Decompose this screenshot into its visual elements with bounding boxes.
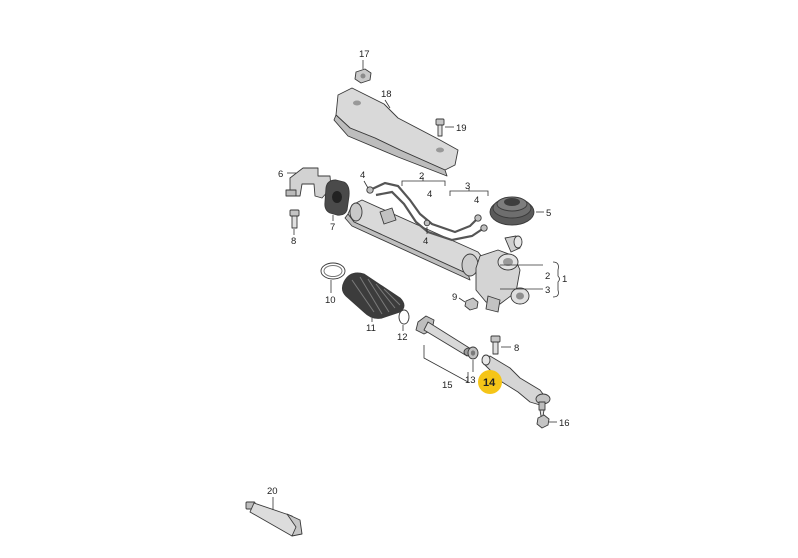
part-8-bolt-left[interactable] [289,209,300,229]
highlight-marker [478,370,502,394]
group-bracket-3 [449,188,489,196]
callout-1[interactable]: 1 [562,274,567,285]
callout-20[interactable]: 20 [267,486,278,497]
callout-13[interactable]: 13 [465,375,476,386]
group-bracket-1 [500,261,560,298]
part-9-nut[interactable] [464,297,479,311]
part-7-rubber-mount[interactable] [324,179,350,216]
callout-4d[interactable]: 4 [423,236,428,247]
callout-11[interactable]: 11 [366,323,376,334]
callout-4b[interactable]: 4 [427,189,432,200]
part-19-bolt[interactable] [435,118,445,137]
part-14-tie-rod-end[interactable] [481,354,551,417]
steering-rack-housing[interactable] [344,199,530,313]
callout-8-left[interactable]: 8 [291,236,296,247]
group-bracket-2 [401,177,446,186]
callout-16[interactable]: 16 [559,418,570,429]
callout-10[interactable]: 10 [325,295,336,306]
part-11-bellows[interactable] [341,272,405,319]
part-4-hydraulic-lines[interactable] [366,181,488,242]
part-15-tie-rod[interactable] [415,315,475,357]
callout-2-right[interactable]: 2 [545,271,550,282]
part-13-nut[interactable] [467,346,479,360]
callout-18[interactable]: 18 [381,89,392,100]
callout-8-right[interactable]: 8 [514,343,519,354]
group-bracket-15 [423,345,469,383]
callout-12[interactable]: 12 [397,332,408,343]
part-6-clamp-bracket[interactable] [285,167,332,199]
callout-19[interactable]: 19 [456,123,467,134]
part-20-grease-tube[interactable] [245,501,303,537]
callout-7[interactable]: 7 [330,222,335,233]
part-5-dust-cover[interactable] [489,196,535,226]
callout-3[interactable]: 3 [465,181,470,192]
callout-14-highlight[interactable]: 14 [478,370,502,394]
part-16-nut[interactable] [536,414,550,429]
part-18-heat-shield[interactable] [333,87,459,177]
callout-9[interactable]: 9 [452,292,457,303]
part-17-nut[interactable] [354,68,372,84]
callout-17[interactable]: 17 [359,49,370,60]
callout-4c[interactable]: 4 [474,195,479,206]
callout-4a[interactable]: 4 [360,170,365,181]
part-12-small-clamp[interactable] [398,309,410,325]
callout-15[interactable]: 15 [442,380,453,391]
part-10-clamp[interactable] [320,262,346,280]
callout-2[interactable]: 2 [419,171,424,182]
callout-3-right[interactable]: 3 [545,285,550,296]
callout-14: 14 [483,377,496,389]
callout-6[interactable]: 6 [278,169,283,180]
callout-5[interactable]: 5 [546,208,551,219]
part-8-bolt-right[interactable] [490,335,501,355]
